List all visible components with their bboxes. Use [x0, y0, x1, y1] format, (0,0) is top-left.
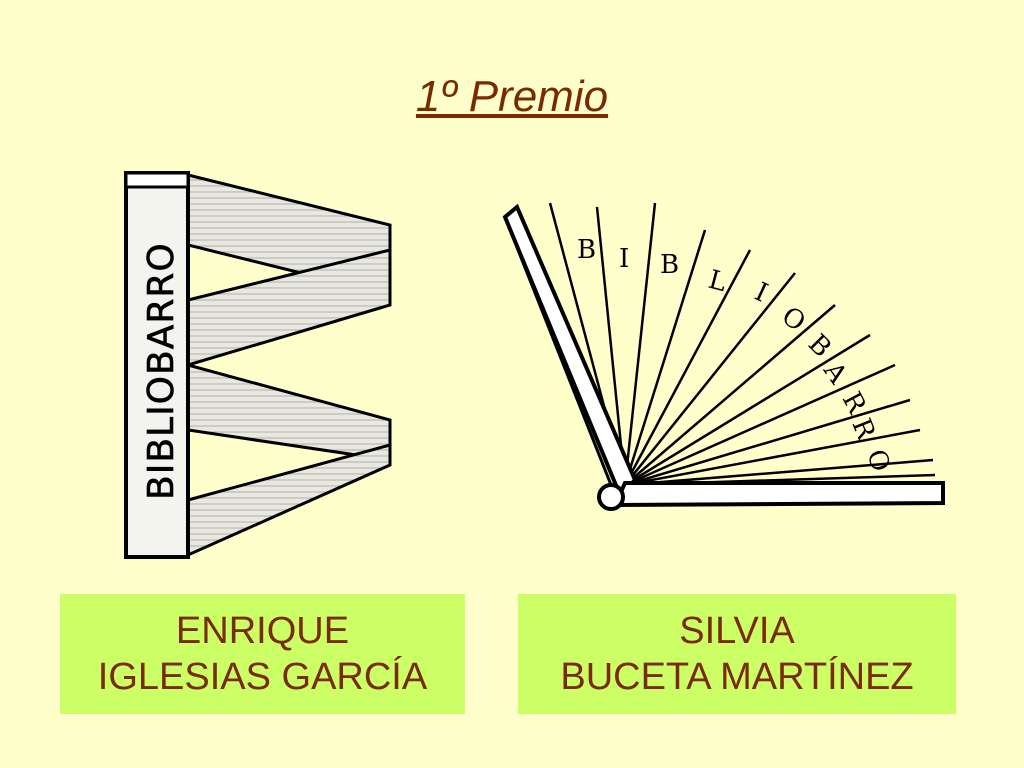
winner-name-box: SILVIA BUCETA MARTÍNEZ — [518, 594, 956, 714]
logo-letter: R — [836, 387, 872, 420]
book-spines-logo: BIBLIOBARRO — [118, 165, 398, 565]
open-book-fan-logo: B I B L I O B A R R O — [495, 195, 950, 520]
logo-letter: O — [776, 301, 811, 338]
winner-name-box: ENRIQUE IGLESIAS GARCÍA — [60, 594, 465, 714]
winner-first-name: SILVIA — [679, 610, 795, 652]
logo-text: BIBLIOBARRO — [141, 242, 182, 500]
winner-first-name: ENRIQUE — [175, 610, 350, 652]
logo-letter: I — [619, 244, 629, 274]
winner-last-name: IGLESIAS GARCÍA — [97, 656, 428, 698]
winner-last-name: BUCETA MARTÍNEZ — [560, 656, 914, 698]
logo-letter: B — [660, 250, 679, 280]
logo-letter: B — [577, 235, 596, 265]
slide-title: 1º Premio — [415, 72, 609, 121]
logo-letter: O — [860, 446, 895, 476]
